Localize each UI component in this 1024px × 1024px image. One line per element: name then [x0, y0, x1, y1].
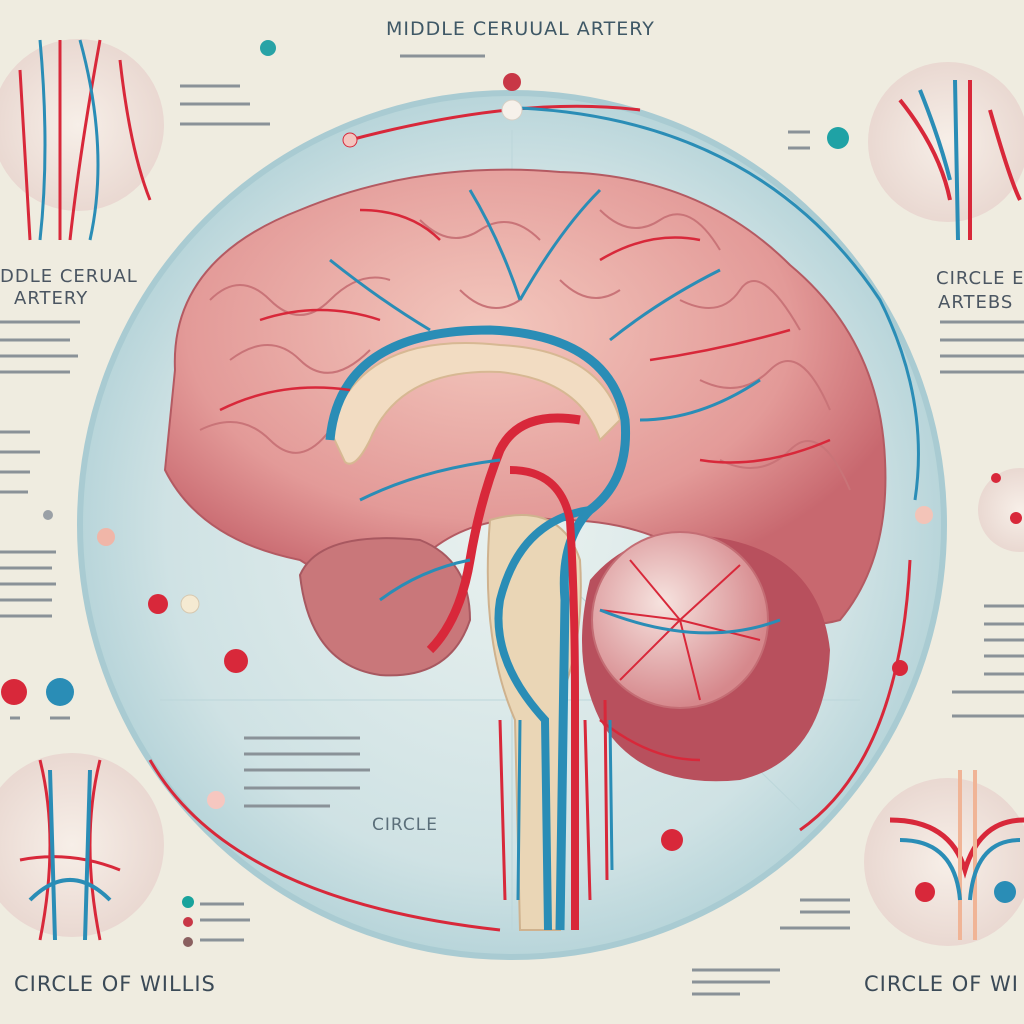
connector-dots — [1, 40, 933, 947]
left-label-line2: ARTERY — [14, 288, 89, 309]
thumbnail-mid-right — [978, 468, 1024, 552]
thumbnail-bottom-left — [0, 753, 164, 941]
thumbnail-top-right — [868, 62, 1024, 241]
text-placeholder-lines — [0, 54, 1024, 996]
right-label-line2: ARTEBS — [938, 292, 1014, 313]
vein-orbit — [519, 106, 920, 501]
bottom-left-label: CIRCLE OF WILLIS — [14, 972, 216, 996]
right-label-line1: CIRCLE E — [936, 268, 1024, 289]
thumbnail-bottom-right — [864, 770, 1024, 946]
left-label-line1: DDLE CERUAL — [0, 266, 138, 287]
thumbnail-top-left — [0, 39, 164, 241]
vessel-network — [219, 188, 831, 931]
top-title: MIDDLE CERUUAL ARTERY — [386, 18, 655, 40]
cerebellum — [582, 531, 830, 782]
center-label: CIRCLE — [372, 815, 438, 835]
cerebrum — [163, 168, 887, 625]
bottom-right-label: CIRCLE OF WI — [864, 972, 1019, 996]
